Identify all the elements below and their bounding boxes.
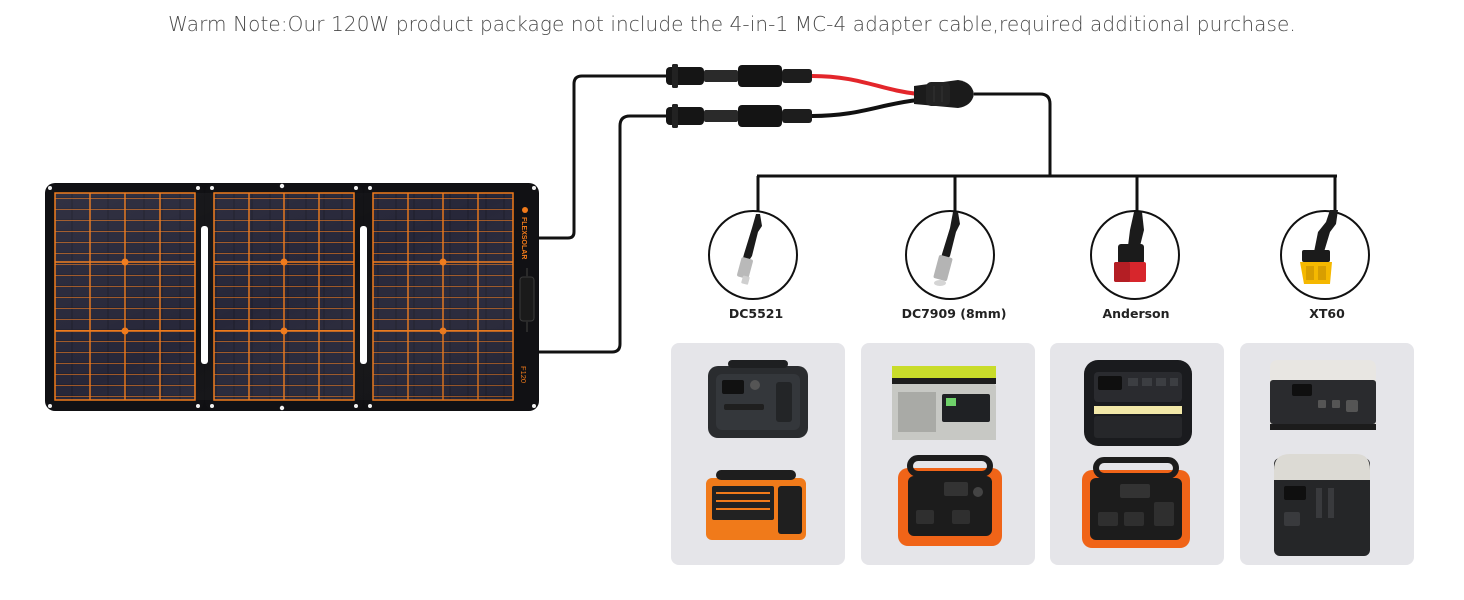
connector-anderson-icon <box>1090 210 1180 300</box>
mc4-connector-top <box>666 64 812 88</box>
y-output-cable <box>974 92 1052 176</box>
connector-xt60-icon <box>1280 210 1370 300</box>
panel-model: F120 <box>519 366 528 383</box>
connector-label-xt60: XT60 <box>1309 306 1345 321</box>
connector-dc5521-icon <box>708 210 798 300</box>
mc4-connector-bottom <box>666 104 812 128</box>
panel-cable-bottom <box>530 114 668 354</box>
y-branch-connector <box>914 80 974 108</box>
device-card-4-devices <box>1270 360 1376 556</box>
device-card-3-devices <box>1082 360 1192 548</box>
connector-label-anderson: Anderson <box>1102 306 1170 321</box>
y-cable-black <box>811 98 919 118</box>
device-card-1-devices <box>706 360 808 540</box>
connector-label-dc5521: DC5521 <box>728 306 784 321</box>
panel-cable-top <box>530 74 668 240</box>
panel-brand: FLEXSOLAR <box>520 217 527 259</box>
connector-dc7909-icon <box>905 210 995 300</box>
device-card-2-devices <box>892 366 1002 546</box>
connector-label-dc7909: DC7909 (8mm) <box>901 306 1007 321</box>
warm-note: Warm Note:Our 120W product package not i… <box>168 12 1296 36</box>
solar-panel: FLEXSOLAR F120 <box>45 183 539 411</box>
y-cable-red <box>811 74 919 96</box>
